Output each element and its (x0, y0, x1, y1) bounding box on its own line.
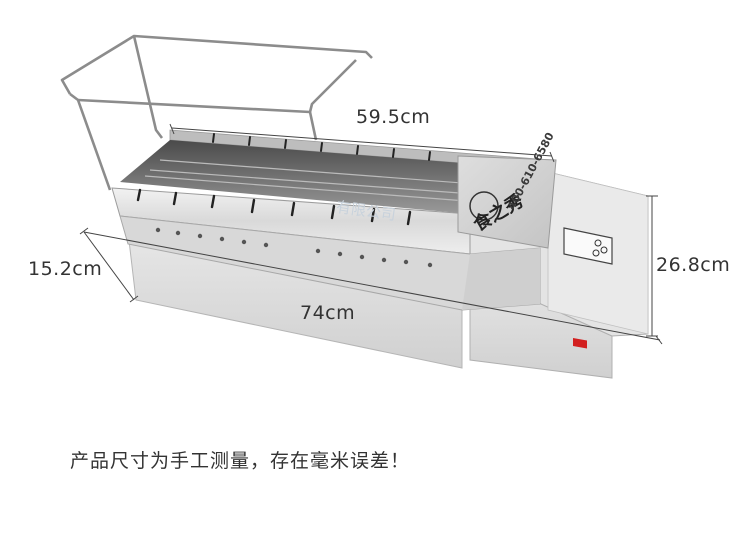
dimension-base-length: 74cm (300, 302, 356, 324)
grill-trough (111, 129, 551, 311)
dimension-left-depth: 15.2cm (28, 258, 103, 280)
measurement-note: 产品尺寸为手工测量，存在毫米误差！ (70, 450, 411, 472)
wire-rack (60, 34, 373, 191)
display-screen (573, 338, 587, 349)
dimension-lines (79, 123, 663, 345)
dimension-right-height: 26.8cm (656, 254, 731, 276)
dimension-top-length: 59.5cm (356, 106, 431, 128)
logo-panel (457, 155, 557, 249)
control-panel (563, 227, 613, 349)
logo-mark (469, 191, 499, 221)
